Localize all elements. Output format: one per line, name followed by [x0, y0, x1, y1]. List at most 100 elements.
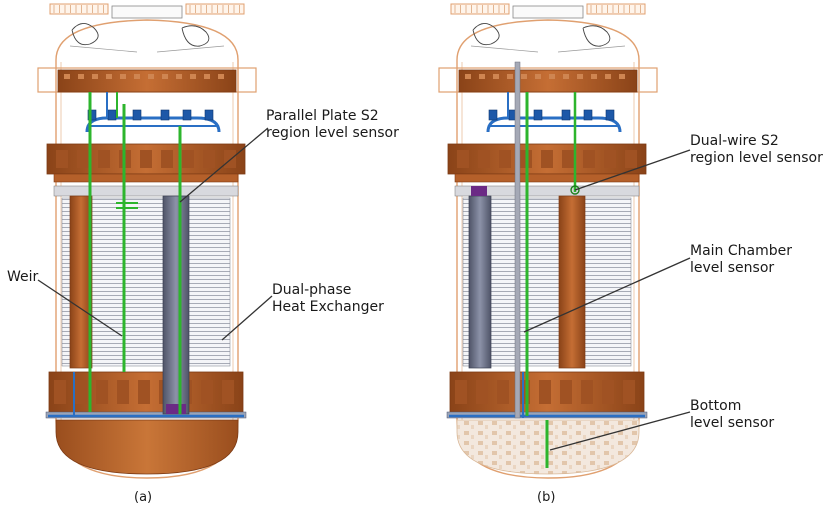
top-port-flange [512, 5, 584, 19]
label-heat-exchanger: Dual-phase Heat Exchanger [272, 282, 384, 316]
label-line: Dual-phase [272, 282, 352, 298]
blue-valve [160, 109, 170, 121]
label-line: Main Chamber [690, 243, 792, 259]
ring-segment [497, 380, 509, 404]
leader-heat-exchanger [221, 295, 273, 341]
leader-bottom [549, 411, 691, 451]
ring-segment [583, 150, 595, 168]
blue-valve [132, 109, 142, 121]
blue-valve [583, 109, 593, 121]
ring-segment [625, 150, 637, 168]
top-copper-plate [57, 69, 237, 93]
leader-lines [37, 127, 691, 451]
ring-segment [182, 150, 194, 168]
bottom-copper-dome [55, 419, 239, 475]
ring-segment [161, 150, 173, 168]
ring-segment [539, 380, 551, 404]
plate-feature [120, 74, 126, 79]
electrode-grid [454, 185, 640, 197]
ring-segment [56, 150, 68, 168]
ring-segment [201, 380, 213, 404]
plate-feature [493, 74, 499, 79]
plate-feature [619, 74, 625, 79]
ring-segment [478, 150, 490, 168]
panel-a [37, 3, 257, 479]
top-flange-right [586, 3, 646, 15]
plate-feature [521, 74, 527, 79]
blue-valve [533, 109, 543, 121]
dome-pipe-right [181, 25, 210, 47]
plate-feature [535, 74, 541, 79]
plate-feature [78, 74, 84, 79]
plate-feature [577, 74, 583, 79]
label-line: Dual-wire S2 [690, 133, 779, 149]
top-flange-left [450, 3, 510, 15]
ring-segment [77, 150, 89, 168]
plate-feature [148, 74, 154, 79]
label-line: Weir [7, 269, 39, 285]
ring-segment [117, 380, 129, 404]
dome-lines [470, 45, 626, 53]
parallel-plate-sensor [116, 202, 138, 209]
label-line: region level sensor [690, 150, 823, 166]
ring-segment [140, 150, 152, 168]
label-line: level sensor [690, 260, 775, 276]
label-line: level sensor [690, 415, 775, 431]
label-line: Bottom [690, 398, 742, 414]
dome-lines [69, 45, 225, 53]
plate-feature [479, 74, 485, 79]
leader-parallel-plate [179, 127, 269, 203]
ring-segment [203, 150, 215, 168]
label-line: region level sensor [266, 125, 399, 141]
blue-valve [561, 109, 571, 121]
plate-feature [134, 74, 140, 79]
plate-feature [605, 74, 611, 79]
dome-pipe-left [71, 23, 99, 46]
dome-pipe-left [472, 23, 500, 46]
tower-cap [471, 186, 487, 196]
label-line: Heat Exchanger [272, 299, 384, 315]
plate-feature [162, 74, 168, 79]
plate-feature [563, 74, 569, 79]
plate-feature [190, 74, 196, 79]
ring-segment [476, 380, 488, 404]
top-copper-plate [458, 69, 638, 93]
label-bottom-sensor: Bottom level sensor [690, 398, 774, 432]
blue-valve [182, 109, 192, 121]
hx-base [166, 404, 186, 414]
plate-feature [549, 74, 555, 79]
plate-feature [465, 74, 471, 79]
label-line: Parallel Plate S2 [266, 108, 379, 124]
plate-feature [64, 74, 70, 79]
top-flange-right [185, 3, 245, 15]
plate-feature [176, 74, 182, 79]
dome-pipe-right [582, 25, 611, 47]
leader-dual-wire [574, 149, 691, 191]
gate-ring [53, 173, 239, 183]
weir [69, 195, 93, 369]
blue-valve [488, 109, 498, 121]
caption-b: (b) [537, 490, 556, 505]
top-port-flange [111, 5, 183, 19]
plate-feature [591, 74, 597, 79]
heat-exchanger [162, 195, 190, 415]
grey-vertical-pipe [514, 61, 521, 419]
grey-tower [468, 195, 492, 369]
ring-segment [98, 150, 110, 168]
plate-feature [106, 74, 112, 79]
ring-segment [562, 150, 574, 168]
blue-manifold-pipe [486, 116, 622, 133]
leader-main-chamber [523, 257, 691, 333]
dual-wire-sensor [570, 185, 580, 195]
plate-feature [218, 74, 224, 79]
blue-valve [87, 109, 97, 121]
ring-segment [499, 150, 511, 168]
label-weir: Weir [7, 269, 38, 286]
label-parallel-plate-sensor: Parallel Plate S2 region level sensor [266, 108, 399, 142]
ring-segment [604, 150, 616, 168]
plate-feature [92, 74, 98, 79]
blue-valve [107, 109, 117, 121]
ring-segment [54, 380, 66, 404]
